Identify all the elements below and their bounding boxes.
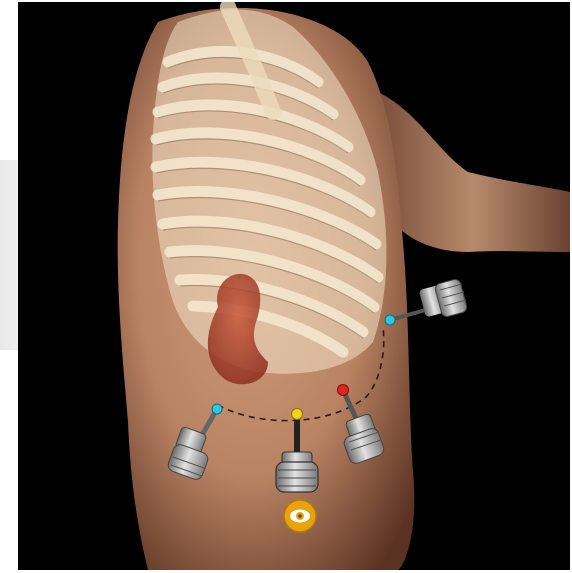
eye-icon — [284, 500, 316, 532]
arm-shape — [378, 92, 570, 252]
illustration-canvas — [18, 2, 570, 570]
anatomy-illustration — [18, 2, 570, 570]
